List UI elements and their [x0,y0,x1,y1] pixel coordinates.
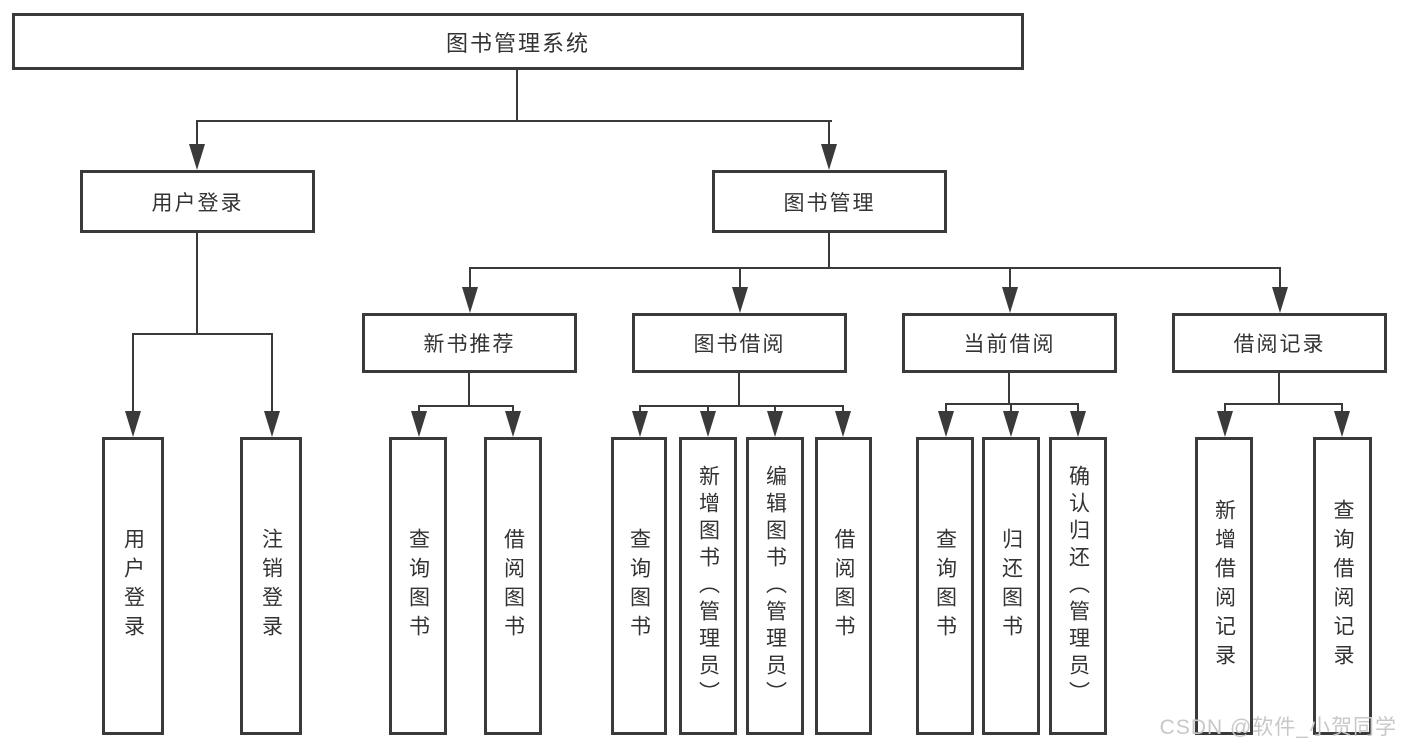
leaf-add-books-admin: 新增图书（管理员） [679,437,737,735]
node-root-label: 图书管理系统 [445,30,590,56]
arrowhead-icon [505,411,521,437]
connector-line [1008,373,1010,405]
arrowhead-icon [1334,411,1350,437]
node-book-management-label: 图书管理 [783,191,876,215]
node-borrowing-records-label: 借阅记录 [1233,333,1326,356]
connector-line [196,233,198,335]
leaf-query-books-borrowing-label: 查询图书 [627,528,651,644]
connector-line [1077,403,1079,415]
arrowhead-icon [264,411,280,437]
connector-line [1279,267,1281,291]
connector-line [468,373,470,407]
node-root-library-system: 图书管理系统 [12,13,1024,70]
connector-line [1010,403,1012,415]
leaf-add-books-admin-label: 新增图书（管理员） [696,464,720,708]
arrowhead-icon [938,411,954,437]
arrowhead-icon [767,411,783,437]
connector-line [469,267,471,291]
leaf-query-books-borrowing: 查询图书 [611,437,667,735]
leaf-query-borrow-record: 查询借阅记录 [1313,437,1372,735]
connector-line [774,405,776,415]
leaf-query-books-current-label: 查询图书 [933,528,957,644]
leaf-user-login-label: 用户登录 [121,528,145,644]
connector-line [418,405,420,415]
arrowhead-icon [835,411,851,437]
arrowhead-icon [821,144,837,170]
node-book-management: 图书管理 [712,170,947,233]
leaf-borrow-books-recommend: 借阅图书 [484,437,542,735]
connector-line [945,403,1079,405]
arrowhead-icon [732,287,748,313]
node-borrowing-records: 借阅记录 [1172,313,1387,373]
connector-line [739,267,741,291]
node-current-borrowing: 当前借阅 [902,313,1117,373]
leaf-borrow-books-recommend-label: 借阅图书 [501,528,525,644]
node-book-borrowing-label: 图书借阅 [693,333,786,356]
node-book-borrowing: 图书借阅 [632,313,847,373]
connector-line [196,120,198,148]
leaf-logout-label: 注销登录 [259,528,283,644]
watermark: CSDN @软件_小贺同学 [1160,711,1397,741]
leaf-add-borrow-record: 新增借阅记录 [1195,437,1253,735]
leaf-return-books-label: 归还图书 [999,528,1023,644]
connector-line [418,405,514,407]
leaf-return-books: 归还图书 [982,437,1040,735]
leaf-query-borrow-record-label: 查询借阅记录 [1331,499,1354,673]
connector-line [132,333,134,413]
connector-line [132,333,273,335]
connector-line [639,405,641,415]
arrowhead-icon [1217,411,1233,437]
arrowhead-icon [700,411,716,437]
connector-line [512,405,514,415]
arrowhead-icon [125,411,141,437]
connector-line [469,267,1281,269]
connector-line [1224,403,1343,405]
node-current-borrowing-label: 当前借阅 [963,333,1056,356]
leaf-query-books-current: 查询图书 [916,437,974,735]
node-user-login-label: 用户登录 [151,191,244,215]
leaf-edit-books-admin-label: 编辑图书（管理员） [763,464,787,708]
connector-line [196,120,832,122]
node-new-book-recommend: 新书推荐 [362,313,577,373]
arrowhead-icon [632,411,648,437]
leaf-add-borrow-record-label: 新增借阅记录 [1212,499,1236,673]
node-new-book-recommend-label: 新书推荐 [423,333,516,356]
connector-line [945,403,947,415]
connector-line [842,405,844,415]
watermark-text: CSDN @软件_小贺同学 [1159,716,1397,739]
arrowhead-icon [1272,287,1288,313]
leaf-confirm-return-admin: 确认归还（管理员） [1049,437,1107,735]
connector-line [1224,403,1226,415]
leaf-query-books-recommend-label: 查询图书 [406,528,430,644]
arrowhead-icon [1070,411,1086,437]
leaf-confirm-return-admin-label: 确认归还（管理员） [1066,464,1090,708]
connector-line [1341,403,1343,415]
leaf-user-login: 用户登录 [102,437,164,735]
leaf-borrow-books-label: 借阅图书 [832,528,855,644]
leaf-logout: 注销登录 [240,437,302,735]
leaf-borrow-books: 借阅图书 [815,437,872,735]
connector-line [828,233,830,269]
connector-line [271,333,273,413]
arrowhead-icon [462,287,478,313]
leaf-edit-books-admin: 编辑图书（管理员） [746,437,804,735]
arrowhead-icon [189,144,205,170]
arrowhead-icon [411,411,427,437]
connector-line [1009,267,1011,291]
connector-line [828,120,830,148]
arrowhead-icon [1003,411,1019,437]
arrowhead-icon [1002,287,1018,313]
node-user-login: 用户登录 [80,170,315,233]
leaf-query-books-recommend: 查询图书 [389,437,447,735]
connector-line [516,70,518,122]
connector-line [639,405,844,407]
connector-line [738,373,740,407]
connector-line [1278,373,1280,405]
connector-line [707,405,709,415]
